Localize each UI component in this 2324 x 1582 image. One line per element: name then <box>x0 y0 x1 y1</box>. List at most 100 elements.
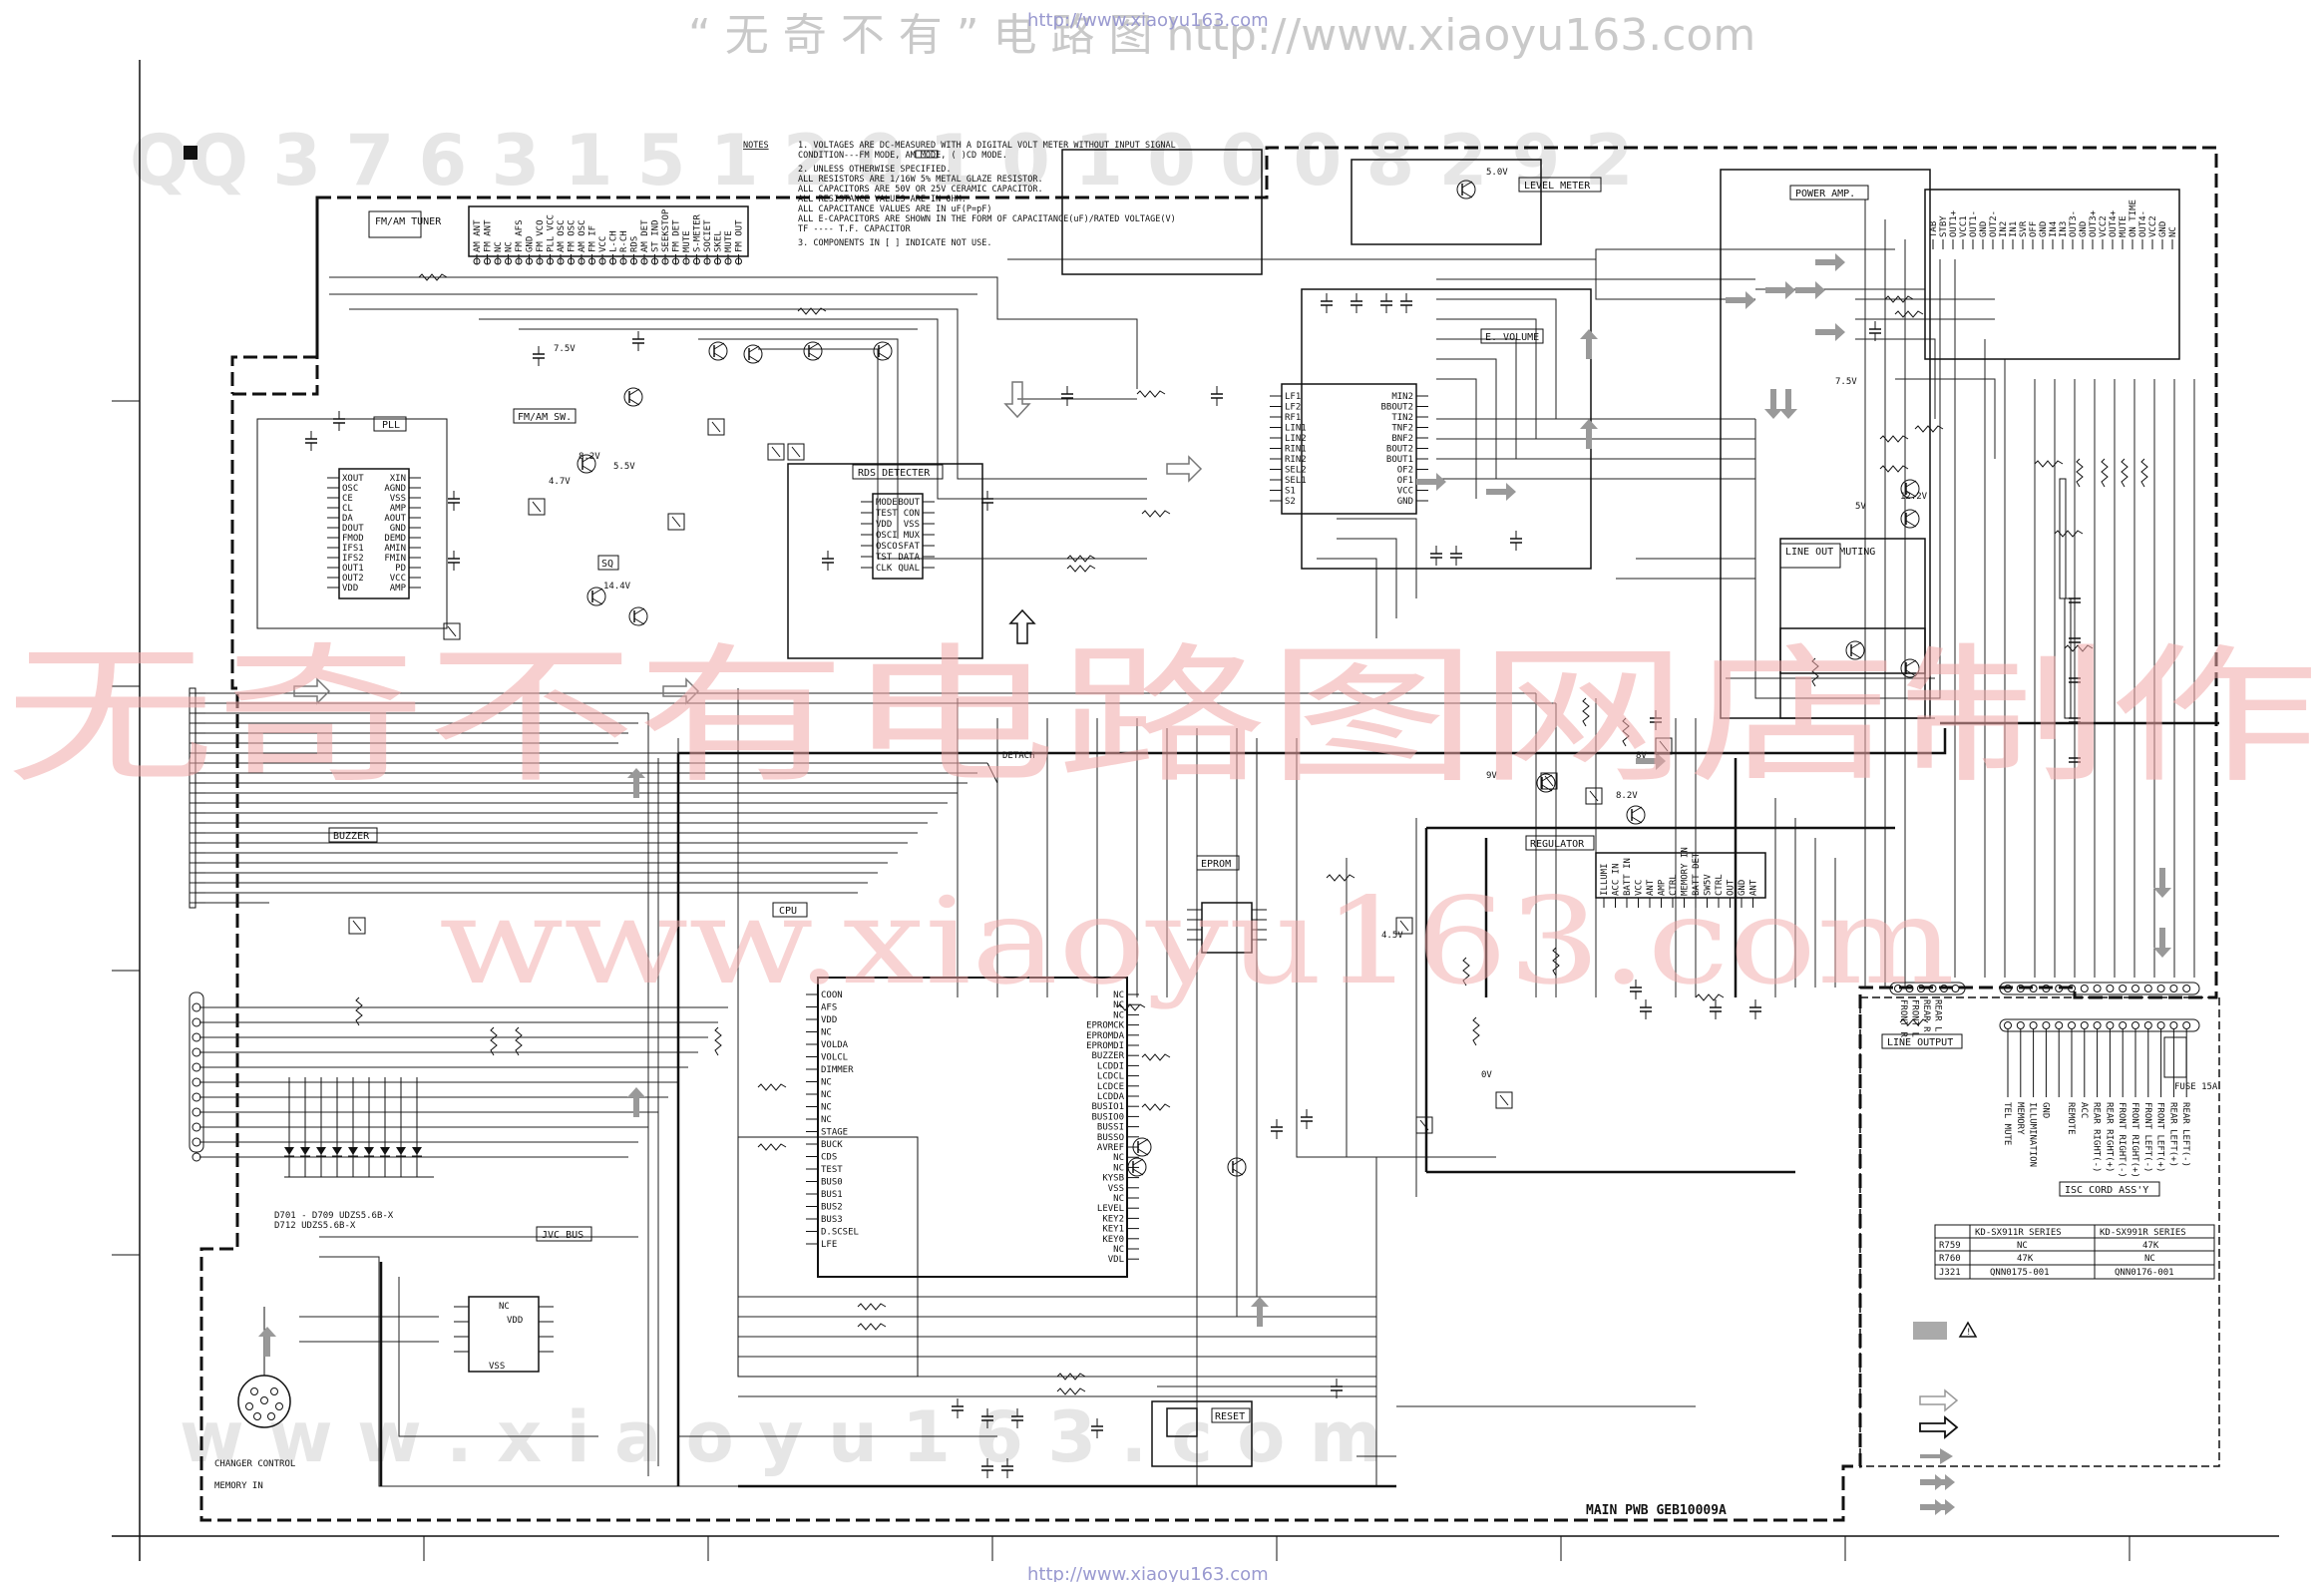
ic-pin-label: TEST <box>821 1165 843 1175</box>
ic-pin-label: COON <box>821 990 843 1000</box>
table-cell-0-1: NC <box>2017 1241 2028 1251</box>
ic-pin-label: MIN2 <box>1391 392 1413 402</box>
ic-pin-label: EPROMDI <box>1086 1041 1124 1051</box>
notes-section: NOTES 1. VOLTAGES ARE DC-MEASURED WITH A… <box>743 141 1176 248</box>
ic-pin-label: CE <box>342 494 353 504</box>
regulator-pin-label: ACC IN <box>1612 863 1622 896</box>
cpu-pins-right: NCNCNCEPROMCKEPROMDAEPROMDIBUZZERLCDDILC… <box>1086 990 1139 1265</box>
ic-pin-label: OSCO <box>876 542 898 552</box>
power-wiring <box>379 721 2219 1488</box>
isc-pin-label: REMOTE <box>2066 1102 2076 1135</box>
tuner-pin-label: ST IND <box>651 219 661 252</box>
ic-pin-label: VDL <box>1108 1255 1124 1265</box>
voltage-label: 12.2V <box>1900 492 1928 502</box>
ic-pin-label: NC <box>1113 1163 1124 1173</box>
ic-pin-label: GND <box>390 524 406 534</box>
red-url-watermark: www.xiaoyu163.com <box>439 873 1955 1011</box>
voltage-label: 14.4V <box>603 582 631 592</box>
ic-pin-label: RF1 <box>1285 413 1301 423</box>
regulator-pin-label: ILLUMI <box>1600 863 1610 896</box>
ic-pin-label: LF1 <box>1285 392 1301 402</box>
line-out-pin-label: FRONT L <box>1910 999 1920 1037</box>
voltage-label: 8V <box>1636 751 1647 761</box>
voltage-label: 5.5V <box>613 462 635 472</box>
tuner-pin-label: L-CH <box>609 230 619 252</box>
notes-line-10: 3. COMPONENTS IN [ ] INDICATE NOT USE. <box>798 238 991 248</box>
level-meter-label: LEVEL METER <box>1524 181 1591 192</box>
power-amp-pin-label: IN1 <box>2009 221 2019 237</box>
ic-pin-label: LCDDI <box>1097 1061 1124 1071</box>
regulator-pin-label: CTRL <box>1715 874 1725 896</box>
ic-pin-label: OSC <box>342 484 358 494</box>
ic-pin-label: EPROMDA <box>1086 1031 1125 1041</box>
power-amp-pin-label: VCC2 <box>2099 215 2109 237</box>
reset-label: RESET <box>1215 1411 1245 1422</box>
ic-pin-label: BUS1 <box>821 1190 843 1200</box>
tuner-pin-label: NC <box>494 241 504 252</box>
signal-arrows <box>258 253 2171 1357</box>
ghost-qq-watermark: QQ 3 7 6 3 1 5 1 2 0 1 0 1 0 0 0 8 2 9 2 <box>130 120 1633 201</box>
regulator-pin-label: CTRL <box>1669 874 1679 896</box>
line-out-muting: LINE OUT MUTING <box>1779 543 1875 569</box>
fm-am-sw-label: FM/AM SW. <box>518 412 572 423</box>
voltage-label: 5.0V <box>1486 168 1508 178</box>
tuner-pin-label: FM DET <box>672 219 682 252</box>
notes-line-6: ALL RESISTANCE VALUES ARE IN OHM. <box>798 195 967 204</box>
notes-line-7: ALL CAPACITANCE VALUES ARE IN uF(P=pF) <box>798 204 991 214</box>
isc-pin-label: REAR LEFT(-) <box>2180 1102 2190 1167</box>
tuner-pin-label: FM IF <box>588 225 598 252</box>
fm-am-tuner-label: FM/AM TUNER <box>375 216 442 227</box>
e-volume-label: E. VOLUME <box>1485 332 1539 343</box>
ic-pin-label: BOUT1 <box>1386 455 1413 465</box>
ic-pin-label: VDD <box>342 584 358 593</box>
tuner-pin-label: AM ANT <box>473 219 483 252</box>
ic-pin-label: TNF2 <box>1391 424 1413 434</box>
tuner-pin-label: AM OSC <box>557 219 567 252</box>
ic-pin-label: CL <box>342 504 353 514</box>
jvc-bus-label: JVC BUS <box>542 1230 583 1241</box>
notes-line-2: CONDITION---FM MODE, AM MODE, ( )CD MODE… <box>798 151 1007 161</box>
ic-pin-label: LFE <box>821 1240 837 1250</box>
legend-arrow-cd <box>1920 1448 1953 1464</box>
diode-note-1: D701 - D709 UDZS5.6B-X <box>274 1211 394 1221</box>
jvc-bus-ic-pins <box>454 1306 554 1353</box>
ic-pin-label: XIN <box>390 474 406 484</box>
ic-pin-label: LCDCE <box>1097 1082 1124 1092</box>
ic-pin-label: LIN2 <box>1285 434 1307 444</box>
ic-pin-label: AVREF <box>1097 1143 1124 1153</box>
voltage-label: 5V <box>1855 502 1866 512</box>
ic-pin-label: LF2 <box>1285 403 1301 413</box>
ic-pin-label: RIN1 <box>1285 445 1307 455</box>
ic-pin-label: AMP <box>390 504 407 514</box>
ic-pin-label: AMIN <box>384 544 406 554</box>
e-volume-ic: E. VOLUME LF1LF2RF1LIN1LIN2RIN1RIN2SEL2S… <box>1270 328 1544 515</box>
regulator-pin-label: SW5V <box>1704 874 1714 896</box>
rds-detecter-label: RDS DETECTER <box>858 468 931 479</box>
line-output-label: LINE OUTPUT <box>1887 1037 1953 1048</box>
power-amp-label: POWER AMP. <box>1795 189 1855 199</box>
tuner-pin-label: AM OSC <box>578 219 587 252</box>
regulator-pin-label: GND <box>1738 880 1747 896</box>
cpu-pins-left: COONAFSVDDNCVOLDAVOLCLDIMMERNCNCNCNCSTAG… <box>806 990 859 1250</box>
pwb-title: MAIN PWB GEB10009A <box>1586 1503 1727 1518</box>
ic-pin-label: OUT2 <box>342 574 364 584</box>
red-chinese-watermark: 无奇不有电路图网店制作 <box>5 630 2319 804</box>
ic-pin-label: AGND <box>384 484 406 494</box>
power-amp-pin-label: GND <box>2158 221 2168 237</box>
regulator-pin-label: MEMORY IN <box>1681 847 1691 896</box>
detach-label: DETACH <box>1002 751 1035 761</box>
tuner-pin-label: VCC <box>598 236 608 252</box>
ic-pin-label: TEST <box>876 509 898 519</box>
tuner-pin-label: S-METER <box>693 213 703 252</box>
ic-pin-label: VSS <box>390 494 406 504</box>
ic-pin-label: DEMD <box>384 534 406 544</box>
regulator-pin-label: VCC <box>1635 880 1645 896</box>
tuner-pin-label: AM DET <box>640 219 650 252</box>
table-header-1: KD-SX911R SERIES <box>1975 1228 2062 1238</box>
power-amp-pin-label: GND <box>1979 221 1989 237</box>
power-amp-pin-label: OUT1+ <box>1949 209 1959 237</box>
